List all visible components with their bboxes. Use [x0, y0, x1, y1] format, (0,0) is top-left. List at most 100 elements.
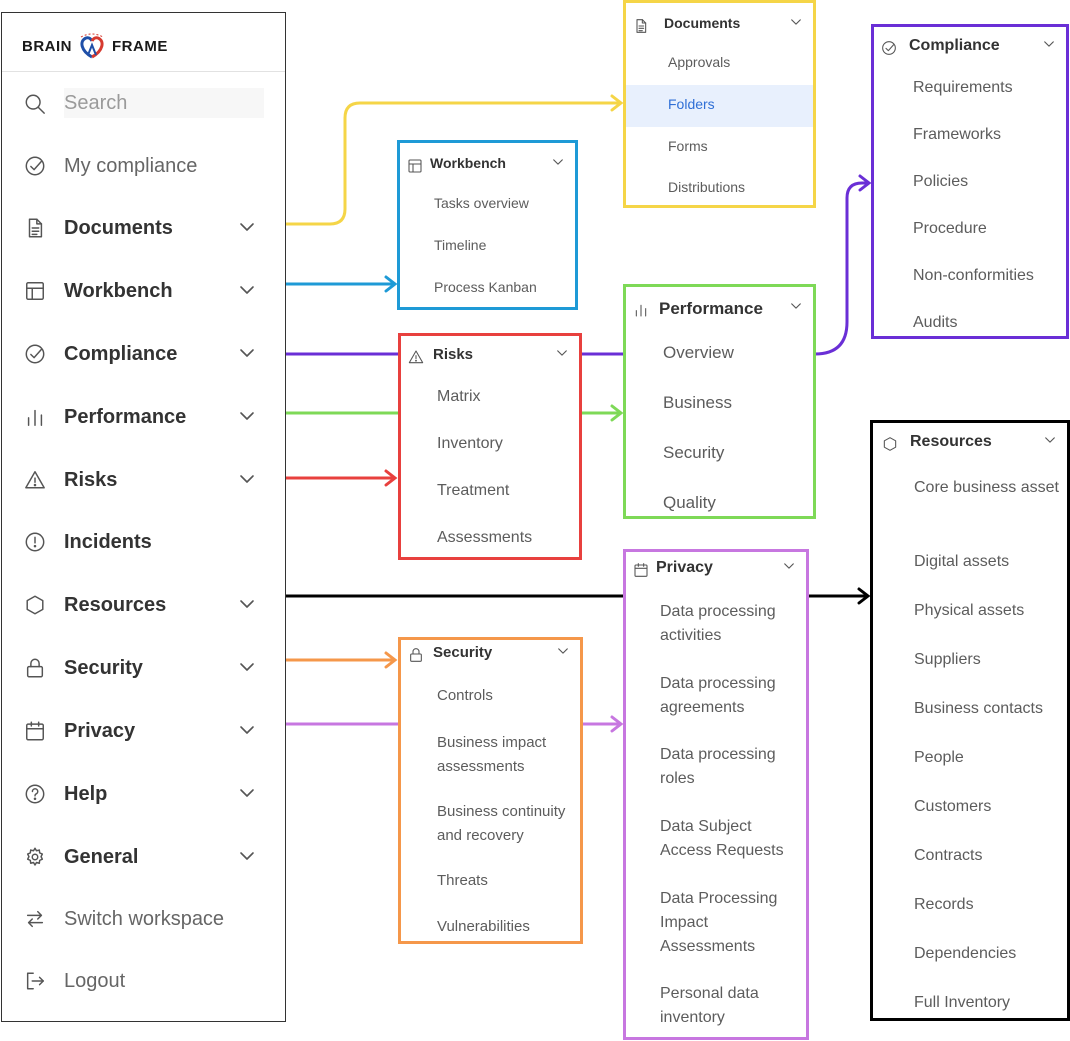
- resources-submenu-item[interactable]: Suppliers: [914, 651, 981, 668]
- chevron-down-icon[interactable]: [238, 723, 256, 737]
- resources-submenu-item[interactable]: Core business asset: [914, 479, 1059, 496]
- chevron-down-icon[interactable]: [238, 283, 256, 297]
- sidebar-item-resources[interactable]: Resources: [2, 585, 285, 625]
- security-submenu-item[interactable]: Threats: [437, 872, 488, 889]
- sidebar-item-label: General: [64, 846, 139, 868]
- workbench-submenu-item[interactable]: Tasks overview: [434, 195, 529, 211]
- security-submenu-item[interactable]: Business impact assessments: [437, 734, 547, 775]
- search-input[interactable]: [64, 88, 264, 118]
- resources-submenu-item[interactable]: Contracts: [914, 847, 983, 864]
- chevron-down-icon[interactable]: [238, 220, 256, 234]
- chevron-down-icon[interactable]: [238, 597, 256, 611]
- privacy-submenu-item[interactable]: Data processing roles: [660, 746, 776, 787]
- calendar-icon: [634, 563, 648, 577]
- resources-submenu-item[interactable]: Digital assets: [914, 553, 1010, 570]
- chevron-down-icon[interactable]: [551, 157, 565, 167]
- workbench-submenu-title: Workbench: [430, 155, 506, 171]
- risks-submenu-item[interactable]: Matrix: [437, 388, 481, 405]
- sidebar-item-my-compliance[interactable]: My compliance: [2, 146, 285, 186]
- compliance-submenu-item[interactable]: Frameworks: [913, 126, 1002, 143]
- sidebar-item-general[interactable]: General: [2, 837, 285, 877]
- security-submenu-item[interactable]: Controls: [437, 687, 493, 704]
- sidebar-item-privacy[interactable]: Privacy: [2, 711, 285, 751]
- swap-arrows-icon: [26, 910, 44, 928]
- resources-submenu-item[interactable]: Customers: [914, 798, 992, 815]
- risks-submenu-item[interactable]: Inventory: [437, 435, 503, 452]
- gear-icon: [26, 847, 44, 866]
- sidebar-item-label: Resources: [64, 594, 167, 616]
- performance-submenu-item[interactable]: Overview: [663, 343, 734, 362]
- security-submenu-item[interactable]: Vulnerabilities: [437, 918, 530, 935]
- workbench-submenu-item[interactable]: Timeline: [434, 237, 487, 253]
- documents-submenu-item[interactable]: Approvals: [668, 54, 731, 70]
- sidebar-item-help[interactable]: Help: [2, 774, 285, 814]
- documents-submenu-item[interactable]: Folders: [668, 96, 715, 112]
- sidebar-item-security[interactable]: Security: [2, 648, 285, 688]
- check-circle-icon: [25, 156, 45, 176]
- chevron-down-icon[interactable]: [789, 17, 803, 27]
- chevron-down-icon[interactable]: [238, 472, 256, 486]
- warning-icon: [408, 350, 424, 364]
- risks-submenu-item[interactable]: Assessments: [437, 529, 533, 546]
- sidebar-item-workbench[interactable]: Workbench: [2, 271, 285, 311]
- sidebar-item-compliance[interactable]: Compliance: [2, 334, 285, 374]
- chevron-down-icon[interactable]: [238, 660, 256, 674]
- performance-submenu-item[interactable]: Quality: [663, 493, 716, 512]
- sidebar-item-logout[interactable]: Logout: [2, 961, 285, 1001]
- risks-submenu-item[interactable]: Treatment: [437, 482, 510, 499]
- compliance-submenu-item[interactable]: Audits: [913, 314, 958, 331]
- privacy-submenu-item[interactable]: Personal data inventory: [660, 985, 759, 1026]
- security-submenu-item[interactable]: Business continuity and recovery: [437, 803, 566, 844]
- compliance-submenu-item[interactable]: Requirements: [913, 79, 1013, 96]
- bar-chart-icon: [27, 409, 43, 426]
- compliance-submenu-item[interactable]: Policies: [913, 173, 969, 190]
- sidebar-item-label: Documents: [64, 217, 173, 239]
- sidebar-search[interactable]: [2, 84, 285, 124]
- sidebar-item-switch-workspace[interactable]: Switch workspace: [2, 899, 285, 939]
- chevron-down-icon[interactable]: [238, 786, 256, 800]
- logo-mark-icon: [80, 33, 104, 59]
- privacy-submenu-item[interactable]: Data processing activities: [660, 603, 776, 644]
- documents-submenu-item[interactable]: Distributions: [668, 179, 746, 195]
- resources-submenu-item[interactable]: People: [914, 749, 964, 766]
- compliance-submenu-item[interactable]: Procedure: [913, 220, 987, 237]
- sidebar-item-documents[interactable]: Documents: [2, 208, 285, 248]
- workbench-submenu-item[interactable]: Process Kanban: [434, 279, 537, 295]
- resources-submenu-item[interactable]: Business contacts: [914, 700, 1043, 717]
- sidebar-item-risks[interactable]: Risks: [2, 460, 285, 500]
- chevron-down-icon[interactable]: [238, 346, 256, 360]
- sidebar-item-incidents[interactable]: Incidents: [2, 522, 285, 562]
- chevron-down-icon[interactable]: [556, 646, 570, 656]
- privacy-submenu-item[interactable]: Data Processing Impact Assessments: [660, 890, 778, 955]
- chevron-down-icon[interactable]: [238, 409, 256, 423]
- chevron-down-icon[interactable]: [789, 301, 803, 311]
- resources-submenu-item[interactable]: Full Inventory: [914, 994, 1011, 1011]
- resources-submenu-item[interactable]: Physical assets: [914, 602, 1025, 619]
- chevron-down-icon[interactable]: [782, 561, 796, 571]
- chevron-down-icon[interactable]: [1042, 39, 1056, 49]
- performance-submenu-item[interactable]: Business: [663, 393, 732, 412]
- documents-submenu-item[interactable]: Forms: [668, 138, 708, 154]
- security-connector: [285, 651, 398, 669]
- logo-bar: BRAIN FRAME: [2, 13, 285, 72]
- privacy-submenu-item[interactable]: Data Subject Access Requests: [660, 818, 784, 859]
- resources-submenu-item[interactable]: Records: [914, 896, 974, 913]
- compliance-submenu-item[interactable]: Non-conformities: [913, 267, 1034, 284]
- chevron-down-icon[interactable]: [555, 348, 569, 358]
- chevron-down-icon[interactable]: [1043, 435, 1057, 445]
- alert-circle-icon: [25, 532, 45, 552]
- sidebar-item-performance[interactable]: Performance: [2, 397, 285, 437]
- chevron-down-icon[interactable]: [238, 849, 256, 863]
- sidebar-item-label: Workbench: [64, 280, 173, 302]
- resources-submenu-item[interactable]: Dependencies: [914, 945, 1017, 962]
- sidebar-item-label: Incidents: [64, 531, 152, 553]
- privacy-submenu-item[interactable]: Data processing agreements: [660, 675, 776, 716]
- document-icon: [28, 218, 43, 238]
- performance-submenu-item[interactable]: Security: [663, 443, 725, 462]
- document-icon: [636, 19, 647, 33]
